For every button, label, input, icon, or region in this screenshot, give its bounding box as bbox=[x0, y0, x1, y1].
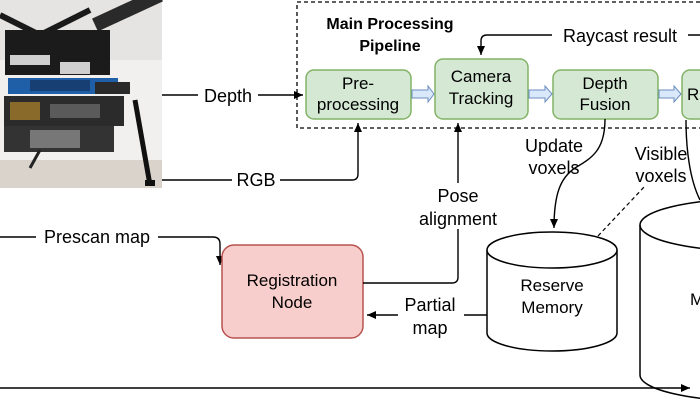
pipeline-title-line1: Main Processing bbox=[326, 16, 453, 33]
visible-voxels-label-2: voxels bbox=[635, 166, 686, 186]
pipeline-container bbox=[296, 1, 700, 129]
update-voxels-label-2: voxels bbox=[528, 158, 579, 178]
sensor-rig-photo bbox=[0, 0, 163, 188]
depth-label: Depth bbox=[204, 86, 252, 106]
partial-map-label: Partial map bbox=[404, 295, 455, 338]
rgb-edge bbox=[162, 123, 362, 181]
reserve-memory-label-2: Memory bbox=[521, 298, 583, 317]
partial-map-label-1: Partial bbox=[404, 295, 455, 315]
main-memory-label: M bbox=[690, 290, 700, 309]
rgb-label: RGB bbox=[236, 170, 275, 190]
prescan-edge bbox=[0, 236, 224, 265]
visible-voxels-label-1: Visible bbox=[635, 144, 688, 164]
connector-fusion-to-render bbox=[658, 84, 682, 104]
pose-alignment-label: Pose alignment bbox=[419, 186, 497, 229]
prescan-label: Prescan map bbox=[44, 227, 150, 247]
registration-label-1: Registration bbox=[247, 271, 338, 290]
camera-tracking-label-2: Tracking bbox=[449, 89, 514, 108]
partial-map-label-2: map bbox=[412, 318, 447, 338]
camera-tracking-label-1: Camera bbox=[451, 67, 512, 86]
preprocessing-label-1: Pre- bbox=[342, 74, 374, 93]
visible-voxels-edge bbox=[685, 119, 700, 201]
registration-label-2: Node bbox=[272, 293, 313, 312]
connector-camera-to-fusion bbox=[528, 84, 553, 104]
raycast-label: Raycast result bbox=[563, 26, 677, 46]
update-voxels-label-1: Update bbox=[525, 136, 583, 156]
svg-text:Pre-processing: Pre-processing bbox=[317, 74, 399, 114]
reserve-memory-label-1: Reserve bbox=[520, 276, 583, 295]
pipeline-title-line2: Pipeline bbox=[359, 38, 420, 55]
depth-fusion-label-2: Fusion bbox=[579, 95, 630, 114]
pose-alignment-label-1: Pose bbox=[437, 186, 478, 206]
pose-alignment-edge bbox=[363, 123, 462, 284]
raycast-edge bbox=[477, 34, 700, 55]
render-node-partial[interactable]: R bbox=[681, 69, 700, 120]
preprocessing-label-2: processing bbox=[317, 95, 399, 114]
main-memory-store[interactable]: M bbox=[639, 199, 700, 400]
connector-pre-to-camera bbox=[411, 84, 435, 104]
update-voxels-edge bbox=[550, 118, 606, 229]
preprocessing-node[interactable]: Pre-processing bbox=[305, 69, 412, 120]
render-node-label: R bbox=[687, 85, 699, 104]
visible-voxels-link bbox=[597, 185, 646, 237]
pose-alignment-label-2: alignment bbox=[419, 209, 497, 229]
depth-fusion-label-1: Depth bbox=[582, 74, 627, 93]
